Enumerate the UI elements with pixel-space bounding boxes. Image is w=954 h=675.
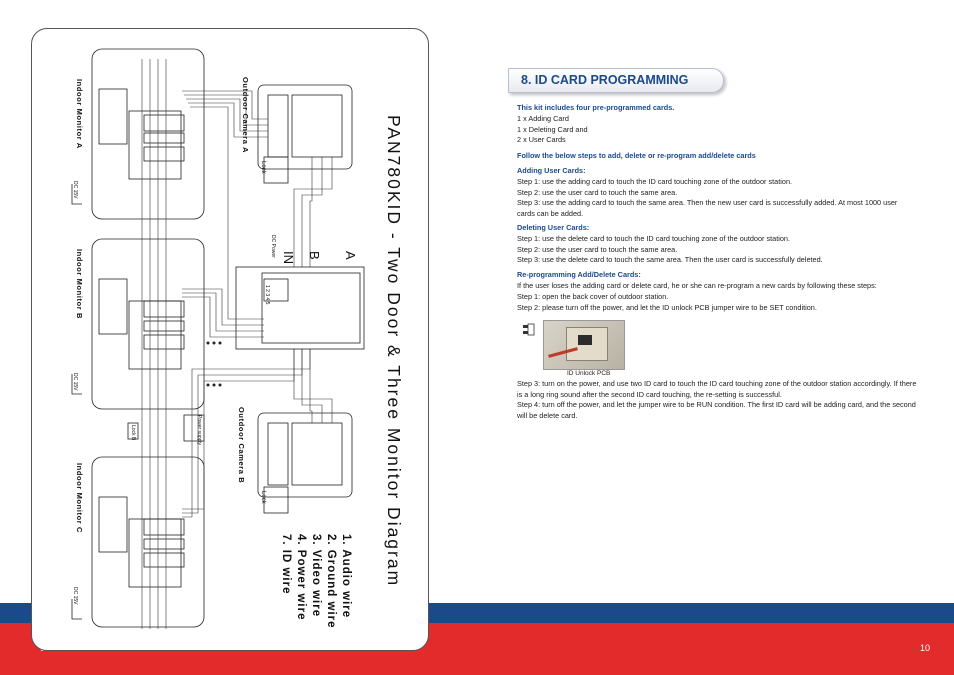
legend-audio-wire: 1. Audio wire <box>340 534 352 619</box>
power-supply-label: Power supply <box>196 415 202 446</box>
intro-line-2: 1 x Deleting Card and <box>517 124 588 134</box>
distributor-letter-in: IN <box>281 251 296 264</box>
distributor-letter-b: B <box>307 251 322 260</box>
adding-step-3: Step 3: use the adding card to touch the… <box>517 198 898 218</box>
id-unlock-pcb-photo <box>543 320 625 370</box>
legend-ground-wire: 2. Ground wire <box>325 534 337 629</box>
deleting-step-1: Step 1: use the delete card to touch the… <box>517 234 791 243</box>
deleting-heading: Deleting User Cards: <box>517 223 590 232</box>
distributor-letter-a: A <box>343 251 358 260</box>
dc-power-label: DC Power <box>270 235 276 258</box>
dc-label-a: DC 15V <box>72 181 78 199</box>
pcb-caption: ID Unlock PCB <box>567 370 611 377</box>
wiring-diagram-graphic <box>71 48 365 629</box>
legend-power-wire: 4. Power wire <box>295 534 307 621</box>
deleting-step-3: Step 3: use the delete card to touch the… <box>517 255 823 264</box>
jumper-plug-icon <box>523 323 535 336</box>
indoor-monitor-c-label: Indoor Monitor C <box>75 463 84 534</box>
intro-line-3: 2 x User Cards <box>517 135 566 144</box>
indoor-monitor-b-label: Indoor Monitor B <box>75 249 84 320</box>
reprogramming-step-4: Step 4: turn off the power, and let the … <box>517 400 916 420</box>
outdoor-camera-b-label: Outdoor Camera B <box>237 407 246 484</box>
dc-label-c: DC 15V <box>72 587 78 605</box>
page-number-right: 10 <box>920 643 931 653</box>
deleting-step-2: Step 2: use the user card to touch the s… <box>517 244 678 254</box>
reprogramming-heading: Re-programming Add/Delete Cards: <box>517 270 641 279</box>
wiring-diagram: PAN780KID - Two Door & Three Monitor Dia… <box>31 28 429 651</box>
outdoor-camera-a-label: Outdoor Camera A <box>241 77 250 153</box>
intro-line-1: 1 x Adding Card <box>517 114 569 123</box>
adding-heading: Adding User Cards: <box>517 166 586 175</box>
lock-a-label: Lock <box>260 161 266 174</box>
adding-step-2: Step 2: use the user card to touch the s… <box>517 187 678 197</box>
reprogramming-step-3: Step 3: turn on the power, and use two I… <box>517 379 917 399</box>
intro-heading: This kit includes four pre-programmed ca… <box>517 103 675 112</box>
legend-id-wire: 7. ID wire <box>280 534 292 595</box>
reprogramming-intro: If the user loses the adding card or del… <box>517 281 877 290</box>
indoor-monitor-a-label: Indoor Monitor A <box>75 79 84 149</box>
legend-video-wire: 3. Video wire <box>310 534 322 618</box>
lock-b-label: Lock B <box>130 425 136 441</box>
lock-b-device-label: Lock <box>260 491 266 504</box>
section-tab: 8. ID CARD PROGRAMMING <box>508 68 724 93</box>
dc-label-b: DC 15V <box>72 373 78 391</box>
reprogramming-step-1: Step 1: open the back cover of outdoor s… <box>517 292 669 301</box>
section-title: 8. ID CARD PROGRAMMING <box>521 73 689 87</box>
diagram-title: PAN780KID - Two Door & Three Monitor Dia… <box>384 115 404 588</box>
follow-heading: Follow the below steps to add, delete or… <box>517 151 756 160</box>
distributor-terminal-text: 1 2 3 4 5 <box>264 285 270 305</box>
adding-step-1: Step 1: use the adding card to touch the… <box>517 177 793 186</box>
reprogramming-step-2: Step 2: please turn off the power, and l… <box>517 303 817 312</box>
